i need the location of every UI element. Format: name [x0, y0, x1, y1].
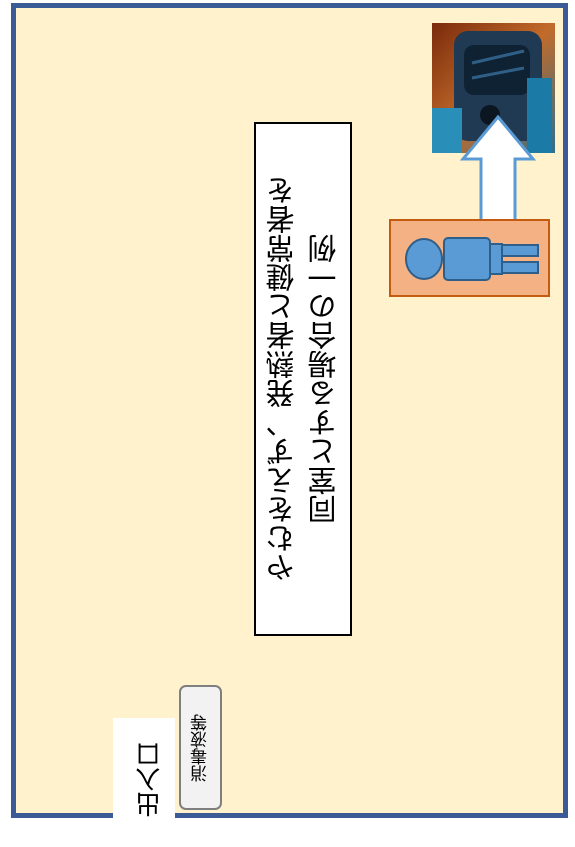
sanitizer-box: 消毒液等: [179, 685, 222, 810]
door-gap: [113, 718, 175, 847]
up-arrow-icon: [460, 114, 536, 228]
caption-box: やむをえず、発熱者と健常者を 同室とする場合の一例: [254, 122, 352, 636]
caption-line-1: やむをえず、発熱者と健常者を: [265, 176, 299, 582]
entrance-marker: 出入口: [128, 720, 172, 838]
entrance-label: 出入口: [135, 741, 164, 817]
partition-photo: [432, 23, 555, 153]
caption-line-2: 同室とする場合の一例: [307, 234, 341, 524]
person-lying-icon: [405, 237, 539, 281]
sanitizer-label: 消毒液等: [191, 713, 211, 782]
caption-text: やむをえず、発熱者と健常者を 同室とする場合の一例: [261, 176, 345, 582]
